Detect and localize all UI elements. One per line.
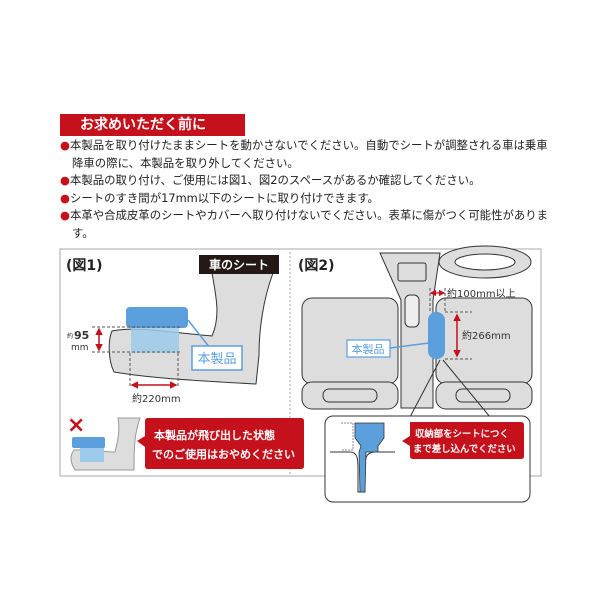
left-seat-handle <box>322 388 378 403</box>
product-top <box>126 307 188 328</box>
note-line2: まで差し込んでください <box>413 443 516 455</box>
seat-tag-bg <box>199 255 279 274</box>
ng-product-inserted <box>80 447 104 462</box>
product <box>428 312 445 359</box>
gap-text: 約100mm以上 <box>447 287 516 300</box>
height-text: 約266mm <box>462 329 511 342</box>
zoom-pointer <box>409 359 491 418</box>
ng-mark: × <box>67 413 85 438</box>
warning-line2: でのご使用はおやめください <box>152 447 295 461</box>
height-unit: mm <box>71 343 89 353</box>
dimension-guides <box>429 288 472 360</box>
note-item: ●本製品を取り付けたままシートを動かさないでください。自動でシートが調整される車… <box>60 138 548 170</box>
warning-line1: 本製品が飛び出した状態 <box>154 428 275 442</box>
fig2-label: (図2) <box>298 258 335 274</box>
steering-wheel-inner <box>454 253 516 271</box>
figure-2: (図2) 本製品 約100mm以上 約266mm 収納部をシートにつく まで差し… <box>298 245 533 503</box>
note-item: ●本製品の取り付け、ご使用には図1、図2のスペースがあるか確認してください。 <box>60 173 481 188</box>
dimension-guides <box>92 326 180 388</box>
right-seat-handle <box>455 388 511 403</box>
ng-product <box>72 437 105 448</box>
figure-1: (図1) 車のシート 本製品 約 95 mm 約220mm × 本製品 <box>66 255 304 471</box>
seat-tag: 車のシート <box>209 257 269 272</box>
note-item: ●シートのすき間が17mm以下のシートに取り付けできます。 <box>60 190 379 205</box>
note-item: ●本革や合成皮革のシートやカバーへ取り付けないでください。表革に傷がつく可能性が… <box>60 208 549 240</box>
height-value: 95 <box>74 329 89 342</box>
center-console <box>379 252 441 409</box>
product-inserted <box>131 328 179 353</box>
fig1-label: (図1) <box>66 258 103 274</box>
notes-list: ●本製品を取り付けたままシートを動かさないでください。自動でシートが調整される車… <box>60 137 550 243</box>
dotted-outline <box>341 422 354 451</box>
product-label: 本製品 <box>352 342 385 356</box>
leader-line <box>389 342 430 349</box>
shift-lever <box>404 294 420 328</box>
product-section <box>354 422 385 493</box>
note-line1: 収納部をシートにつく <box>415 428 509 440</box>
section-header: お求めいただく前に <box>60 114 245 136</box>
warning-callout <box>137 418 304 469</box>
product-label-box <box>346 339 391 358</box>
product-label: 本製品 <box>197 352 236 367</box>
height-prefix: 約 <box>67 332 73 340</box>
product-label-box <box>191 345 243 371</box>
insert-note-callout <box>402 422 524 459</box>
dashboard-panel <box>397 262 427 282</box>
leader-line <box>187 319 211 349</box>
width-text: 約220mm <box>132 392 181 405</box>
